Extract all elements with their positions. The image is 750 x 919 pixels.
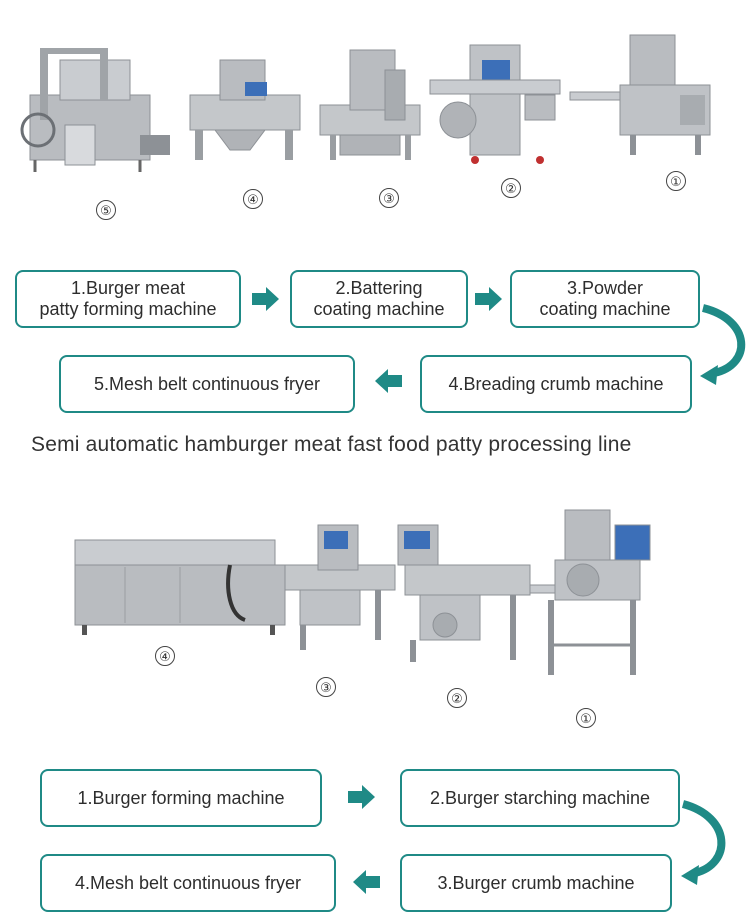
top-step-1-box: 1.Burger meat patty forming machine [15,270,241,328]
machine-number-1-top: ① [666,171,686,191]
machine-number-5-top: ⑤ [96,200,116,220]
machine-number-2-top: ② [501,178,521,198]
bottom-step-3-box: 3.Burger crumb machine [400,854,672,912]
page-heading: Semi automatic hamburger meat fast food … [31,433,632,456]
top-step-3-box: 3.Powder coating machine [510,270,700,328]
bottom-step-2-box: 2.Burger starching machine [400,769,680,827]
curved-arrow-icon [701,304,746,377]
patty-forming-machine-image-top [569,34,711,155]
battering-coating-machine-image-top [429,44,561,164]
arrow-left-icon [353,870,380,894]
machine-number-2-bottom: ② [447,688,467,708]
arrow-right-icon [348,785,375,809]
top-step-4-box: 4.Breading crumb machine [420,355,692,413]
machine-number-4-top: ④ [243,189,263,209]
curved-arrow-icon [681,800,726,877]
top-step-2-box: 2.Battering coating machine [290,270,468,328]
bottom-machines-illustration [74,509,651,675]
machine-number-1-bottom: ① [576,708,596,728]
burger-starching-machine-image-bottom [397,524,531,662]
top-machines-illustration [20,34,711,172]
arrow-left-icon [375,369,402,393]
bottom-step-4-box: 4.Mesh belt continuous fryer [40,854,336,912]
burger-crumb-machine-image-bottom [284,524,396,650]
top-step-5-box: 5.Mesh belt continuous fryer [59,355,355,413]
machine-number-3-bottom: ③ [316,677,336,697]
machine-number-3-top: ③ [379,188,399,208]
arrow-right-icon [475,287,502,311]
breading-crumb-machine-image-top [189,59,301,160]
mesh-belt-fryer-image-bottom [74,539,286,635]
top-flow-arrows [252,287,746,393]
mesh-belt-fryer-image-top [20,48,170,172]
arrow-right-icon [252,287,279,311]
powder-coating-machine-image-top [319,49,421,160]
bottom-step-1-box: 1.Burger forming machine [40,769,322,827]
bottom-flow-arrows [348,785,726,894]
machine-number-4-bottom: ④ [155,646,175,666]
burger-forming-machine-image-bottom [529,509,651,675]
